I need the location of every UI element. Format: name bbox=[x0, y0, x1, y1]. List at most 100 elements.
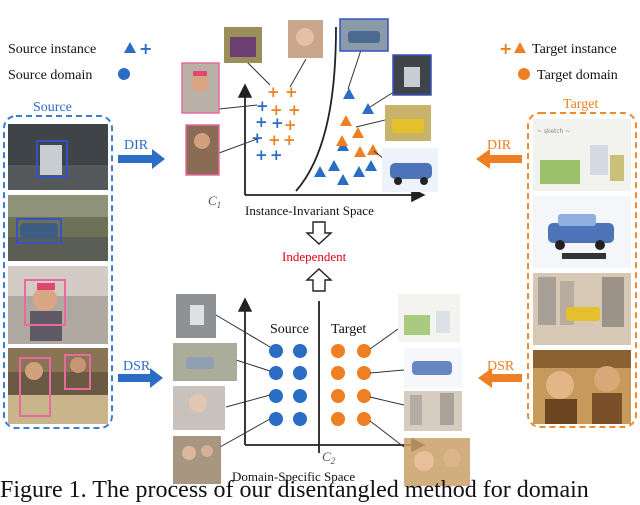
target-plus-marker: + bbox=[270, 101, 283, 119]
domain-specific-space-label: Domain-Specific Space bbox=[232, 469, 355, 484]
source-triangle-marker bbox=[353, 166, 365, 177]
source-triangle-marker bbox=[328, 160, 340, 171]
target-domain-dot bbox=[331, 366, 345, 380]
legend-target-instance-label: Target instance bbox=[532, 42, 617, 57]
target-triangle-marker bbox=[340, 115, 352, 126]
dsr-left-arrow bbox=[118, 368, 163, 388]
target-domain-dot bbox=[331, 389, 345, 403]
target-domain-dot bbox=[357, 389, 371, 403]
thumb-road-car-faded bbox=[173, 343, 237, 381]
thumb-watercolor-faded bbox=[398, 294, 460, 342]
source-domain-dot bbox=[293, 366, 307, 380]
source-domain-dot bbox=[269, 344, 283, 358]
source-domain-dot bbox=[269, 366, 283, 380]
legend-source-domain-label: Source domain bbox=[8, 68, 92, 83]
target-plus-marker: + bbox=[288, 101, 301, 119]
legend-target-domain-label: Target domain bbox=[537, 68, 618, 83]
circle-icon bbox=[118, 68, 130, 80]
target-domain-dot bbox=[357, 412, 371, 426]
source-plus-marker: + bbox=[256, 97, 269, 115]
c1-label: C1 bbox=[208, 193, 221, 210]
source-triangle-marker bbox=[365, 160, 377, 171]
plus-icon: + bbox=[499, 39, 512, 58]
thumb-portrait-target bbox=[288, 20, 323, 58]
source-domain-dot bbox=[293, 412, 307, 426]
source-triangle-marker bbox=[314, 166, 326, 177]
thumb-car-sketch-faded bbox=[404, 348, 462, 388]
thumb-night-car-source bbox=[392, 54, 432, 96]
target-plus-marker: + bbox=[267, 83, 280, 101]
source-image-person-cap bbox=[8, 266, 108, 344]
domain-specific-space: Source Target C2 Domain-Specific Space bbox=[173, 294, 470, 486]
source-panel-title: Source bbox=[33, 100, 72, 115]
target-image-painting-people bbox=[533, 350, 631, 424]
source-image-dinner-people bbox=[8, 348, 108, 424]
svg-text:~ sketch ~: ~ sketch ~ bbox=[537, 128, 570, 135]
target-column-label: Target bbox=[331, 322, 366, 337]
thumb-city-faded bbox=[404, 391, 462, 431]
thumb-person-sofa-source bbox=[185, 124, 220, 176]
source-plus-marker: + bbox=[255, 113, 268, 131]
source-image-night-car bbox=[8, 124, 108, 190]
down-arrow-icon bbox=[305, 221, 333, 245]
source-plus-marker: + bbox=[270, 146, 283, 164]
thumb-painting-faded bbox=[404, 438, 470, 486]
plus-icon: + bbox=[139, 39, 152, 58]
thumb-person-cap-source bbox=[181, 62, 220, 114]
target-image-city-taxi bbox=[533, 273, 631, 345]
source-image-road-car bbox=[8, 195, 108, 261]
instance-invariant-space: C1 Instance-Invariant Space + + + + + + … bbox=[181, 18, 438, 218]
target-image-watercolor-scene: ~ sketch ~ bbox=[533, 119, 631, 191]
decision-boundary bbox=[295, 26, 337, 192]
up-arrow-icon bbox=[305, 268, 333, 292]
source-domain-dot bbox=[269, 389, 283, 403]
c2-label: C2 bbox=[322, 449, 336, 466]
target-domain-dot bbox=[331, 412, 345, 426]
source-triangle-marker bbox=[362, 103, 374, 114]
dir-right-label: DIR bbox=[487, 138, 512, 153]
source-triangle-marker bbox=[343, 88, 355, 99]
target-domain-dot bbox=[357, 366, 371, 380]
independent-label: Independent bbox=[282, 249, 347, 264]
target-domain-dot bbox=[357, 344, 371, 358]
target-panel-frame bbox=[527, 112, 637, 428]
target-plus-marker: + bbox=[268, 131, 281, 149]
figure-caption: Figure 1. The process of our disentangle… bbox=[0, 477, 589, 503]
source-panel-frame bbox=[3, 115, 113, 429]
thumb-night-car-faded bbox=[176, 294, 216, 338]
target-plus-marker: + bbox=[285, 83, 298, 101]
source-plus-marker: + bbox=[271, 114, 284, 132]
dir-right-arrow bbox=[476, 149, 522, 169]
target-domain-dot bbox=[331, 344, 345, 358]
thumb-car-sketch-target bbox=[382, 148, 438, 192]
dsr-right-arrow bbox=[478, 368, 522, 388]
source-domain-dot bbox=[293, 389, 307, 403]
triangle-icon bbox=[124, 42, 136, 53]
circle-icon bbox=[518, 68, 530, 80]
thumb-car-blue-source bbox=[339, 18, 389, 52]
target-triangle-marker bbox=[352, 127, 364, 138]
thumb-dinner-faded bbox=[173, 436, 221, 484]
dir-left-arrow bbox=[118, 149, 165, 169]
target-image-car-sketch bbox=[533, 196, 631, 268]
source-plus-marker: + bbox=[251, 129, 264, 147]
source-plus-marker: + bbox=[255, 146, 268, 164]
target-triangle-marker bbox=[354, 146, 366, 157]
dsr-right-label: DSR bbox=[487, 359, 515, 374]
target-plus-marker: + bbox=[283, 131, 296, 149]
thumb-graffiti-target bbox=[224, 27, 262, 63]
triangle-icon bbox=[514, 42, 526, 53]
thumb-person-faded bbox=[173, 386, 225, 430]
dir-left-label: DIR bbox=[124, 138, 149, 153]
source-domain-dot bbox=[269, 412, 283, 426]
target-triangle-marker bbox=[336, 135, 348, 146]
thumb-yellow-taxi-target bbox=[385, 105, 431, 141]
target-plus-marker: + bbox=[284, 116, 297, 134]
source-domain-dot bbox=[293, 344, 307, 358]
instance-invariant-space-label: Instance-Invariant Space bbox=[245, 203, 374, 218]
dsr-left-label: DSR bbox=[123, 359, 151, 374]
target-panel-title: Target bbox=[563, 97, 598, 112]
source-column-label: Source bbox=[270, 322, 309, 337]
source-triangle-marker bbox=[337, 174, 349, 185]
